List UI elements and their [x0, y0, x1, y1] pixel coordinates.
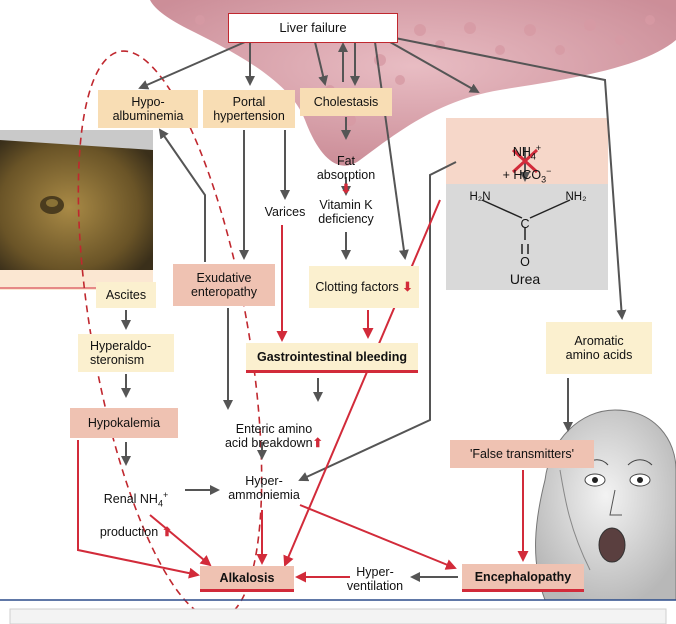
gi-bleeding-node: Gastrointestinal bleeding — [246, 343, 418, 373]
aromatic-amino-acids-node: Aromatic amino acids — [546, 322, 652, 374]
red-arrows — [77, 199, 529, 583]
liver-failure-node: Liver failure — [228, 13, 398, 43]
fat-absorption-node: Fat absorption ⬇ — [316, 154, 376, 196]
urea-h2n-label: H₂N — [469, 191, 491, 203]
urea-c-label: C — [520, 217, 530, 231]
urea-nh2-label: NH₂ — [565, 191, 587, 203]
urea-reaction-label: NH4+ + HCO3− — [502, 143, 552, 185]
cholestasis-node: Cholestasis — [300, 88, 392, 116]
portal-hypertension-node: Portal hypertension — [203, 90, 295, 128]
enteric-node: Enteric amino acid breakdown⬆ — [224, 422, 324, 450]
false-transmitters-node: 'False transmitters' — [450, 440, 594, 468]
ascites-node: Ascites — [96, 282, 156, 308]
red-up-arrow-icon: ⬆ — [312, 436, 324, 450]
red-down-arrow-icon: ⬇ — [340, 182, 352, 196]
hypoalbuminemia-node: Hypo- albuminemia — [98, 90, 198, 128]
red-x-icon — [511, 148, 539, 174]
hyperventilation-node: Hyper- ventilation — [346, 565, 404, 593]
abdomen-photo — [0, 130, 153, 290]
hyperammoniemia-node: Hyper- ammoniemia — [228, 474, 300, 502]
renal-nh4-node: Renal NH4+ production ⬆ — [99, 490, 173, 539]
hyperaldosteronism-node: Hyperaldo- steronism — [78, 334, 174, 372]
varices-node: Varices — [264, 205, 306, 219]
gray-arrows — [121, 37, 627, 582]
vitamin-k-node: Vitamin K deficiency — [318, 198, 374, 226]
clotting-factors-node: Clotting factors ⬇ — [309, 266, 419, 308]
dashed-highlight-ellipse — [77, 50, 263, 620]
red-up-arrow-icon: ⬆ — [161, 524, 173, 539]
urea-label: Urea — [509, 271, 541, 287]
hypokalemia-node: Hypokalemia — [70, 408, 178, 438]
urea-o-label: O — [520, 255, 530, 269]
exudative-enteropathy-node: Exudative enteropathy — [173, 264, 275, 306]
alkalosis-node: Alkalosis — [200, 566, 294, 592]
encephalopathy-node: Encephalopathy — [462, 564, 584, 592]
urea-panel — [446, 118, 608, 290]
red-down-arrow-icon: ⬇ — [402, 280, 413, 294]
